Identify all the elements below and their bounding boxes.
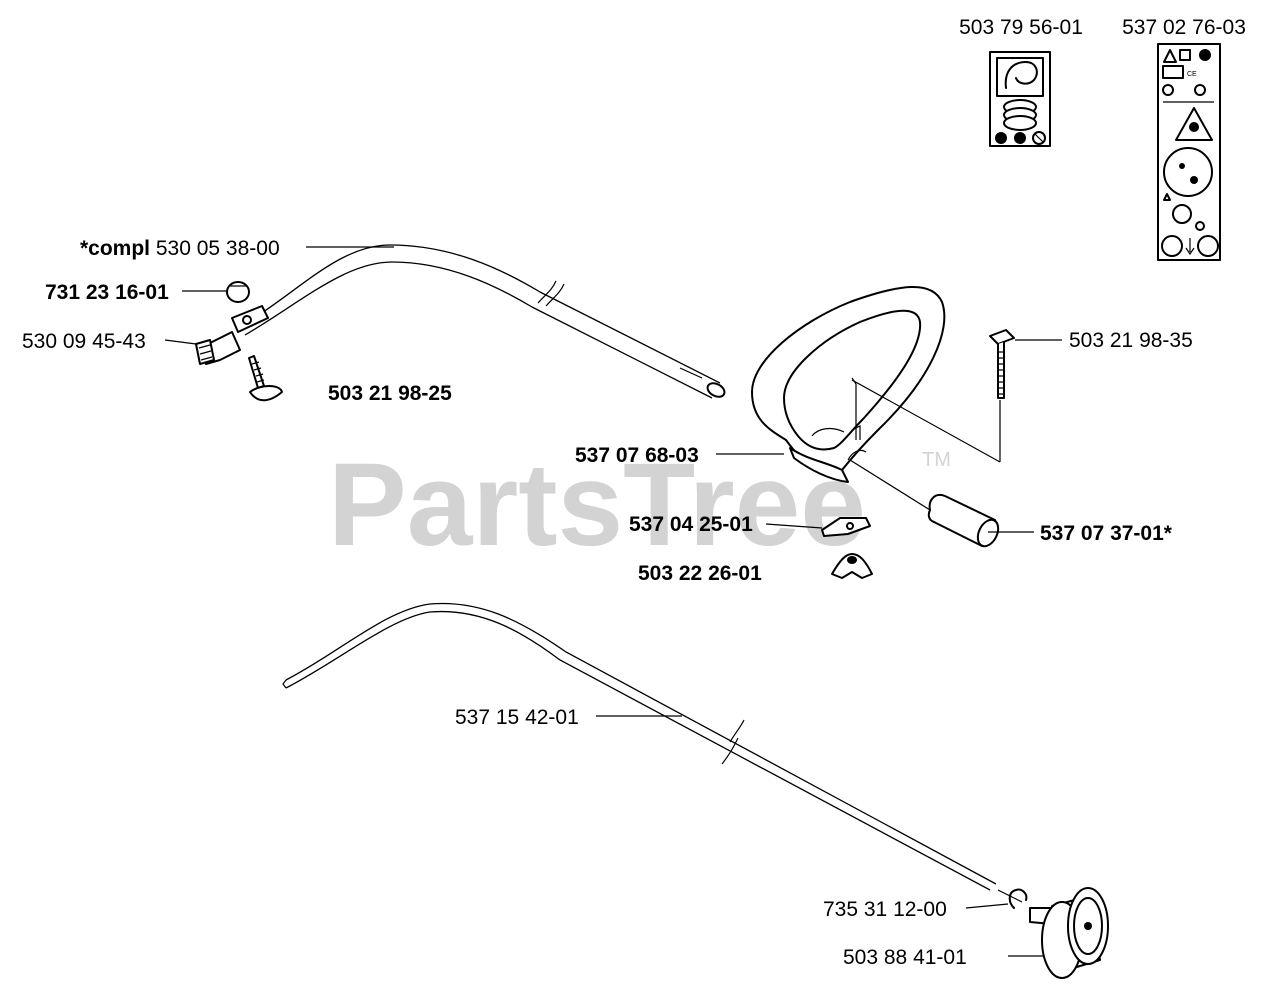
screw-drawing <box>248 355 283 402</box>
shaft-tube <box>244 244 726 399</box>
label-bracket: 537 04 25-01 <box>629 513 753 536</box>
bracket-drawing <box>821 517 871 537</box>
nut-drawing <box>226 281 250 303</box>
label-spacer-number: 537 07 37-01 <box>1040 522 1164 545</box>
label-screw: 503 21 98-25 <box>328 382 452 405</box>
label-clamp-bolt: 530 09 45-43 <box>22 330 146 353</box>
shaft-clamp <box>195 305 269 365</box>
watermark-trademark: TM <box>922 449 951 471</box>
spacer-drawing <box>849 459 1000 548</box>
label-shaft-complete-number: 530 05 38-00 <box>156 237 280 260</box>
drive-shaft-drawing <box>282 602 997 891</box>
label-spacer-suffix: * <box>1164 522 1173 545</box>
svg-text:CE: CE <box>1187 71 1197 78</box>
label-decal-1: 503 79 56-01 <box>959 16 1083 39</box>
label-shaft-complete: *compl 530 05 38-00 <box>80 237 280 260</box>
label-nut: 731 23 16-01 <box>45 281 169 304</box>
circlip-drawing <box>997 888 1028 909</box>
label-wing-nut: 503 22 26-01 <box>638 562 762 585</box>
label-spacer: 537 07 37-01* <box>1040 522 1173 545</box>
label-circlip: 735 31 12-00 <box>823 898 947 921</box>
label-handle-screw: 503 21 98-35 <box>1069 329 1193 352</box>
decal-2-drawing: CE <box>1157 43 1221 261</box>
label-drive-shaft: 537 15 42-01 <box>455 706 579 729</box>
label-decal-2: 537 02 76-03 <box>1122 16 1246 39</box>
leader-lines <box>164 246 1062 957</box>
label-handle: 537 07 68-03 <box>575 444 699 467</box>
decal-1-drawing <box>989 51 1051 147</box>
wing-nut-drawing <box>831 553 873 579</box>
label-shaft-complete-prefix: *compl <box>80 237 150 260</box>
label-drum: 503 88 41-01 <box>843 946 967 969</box>
handle-drawing <box>751 285 1001 483</box>
drum-drawing <box>1029 887 1109 979</box>
handle-screw-drawing <box>989 329 1015 399</box>
watermark-brand: PartsTree <box>328 439 866 571</box>
